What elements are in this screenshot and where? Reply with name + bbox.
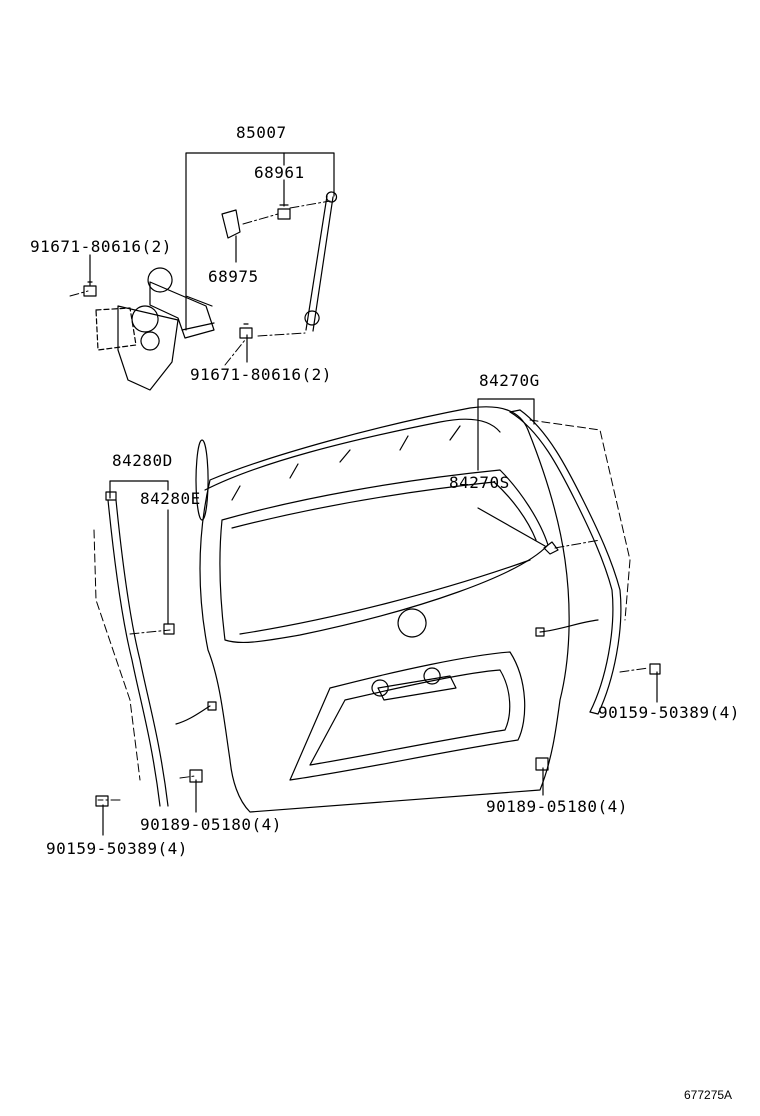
weatherstrip-left xyxy=(94,492,216,806)
leader-lines xyxy=(90,153,657,835)
callout-84270G: 84270G xyxy=(479,371,540,390)
callout-68961: 68961 xyxy=(254,163,305,182)
callout-91671-upper: 91671-80616(2) xyxy=(30,237,172,256)
hinge-assembly xyxy=(84,192,337,390)
callout-84280E: 84280E xyxy=(140,489,201,508)
back-door-panel xyxy=(196,407,569,812)
weatherstrip-right xyxy=(510,410,660,770)
callout-90189-right: 90189-05180(4) xyxy=(486,797,628,816)
callout-90189-left: 90189-05180(4) xyxy=(140,815,282,834)
callout-91671-lower: 91671-80616(2) xyxy=(190,365,332,384)
figure-id: 677275A xyxy=(684,1088,733,1102)
callout-90159-left: 90159-50389(4) xyxy=(46,839,188,858)
callout-85007: 85007 xyxy=(236,123,287,142)
callout-84270S: 84270S xyxy=(449,473,510,492)
callout-84280D: 84280D xyxy=(112,451,173,470)
callout-90159-right: 90159-50389(4) xyxy=(598,703,740,722)
callout-68975: 68975 xyxy=(208,267,259,286)
